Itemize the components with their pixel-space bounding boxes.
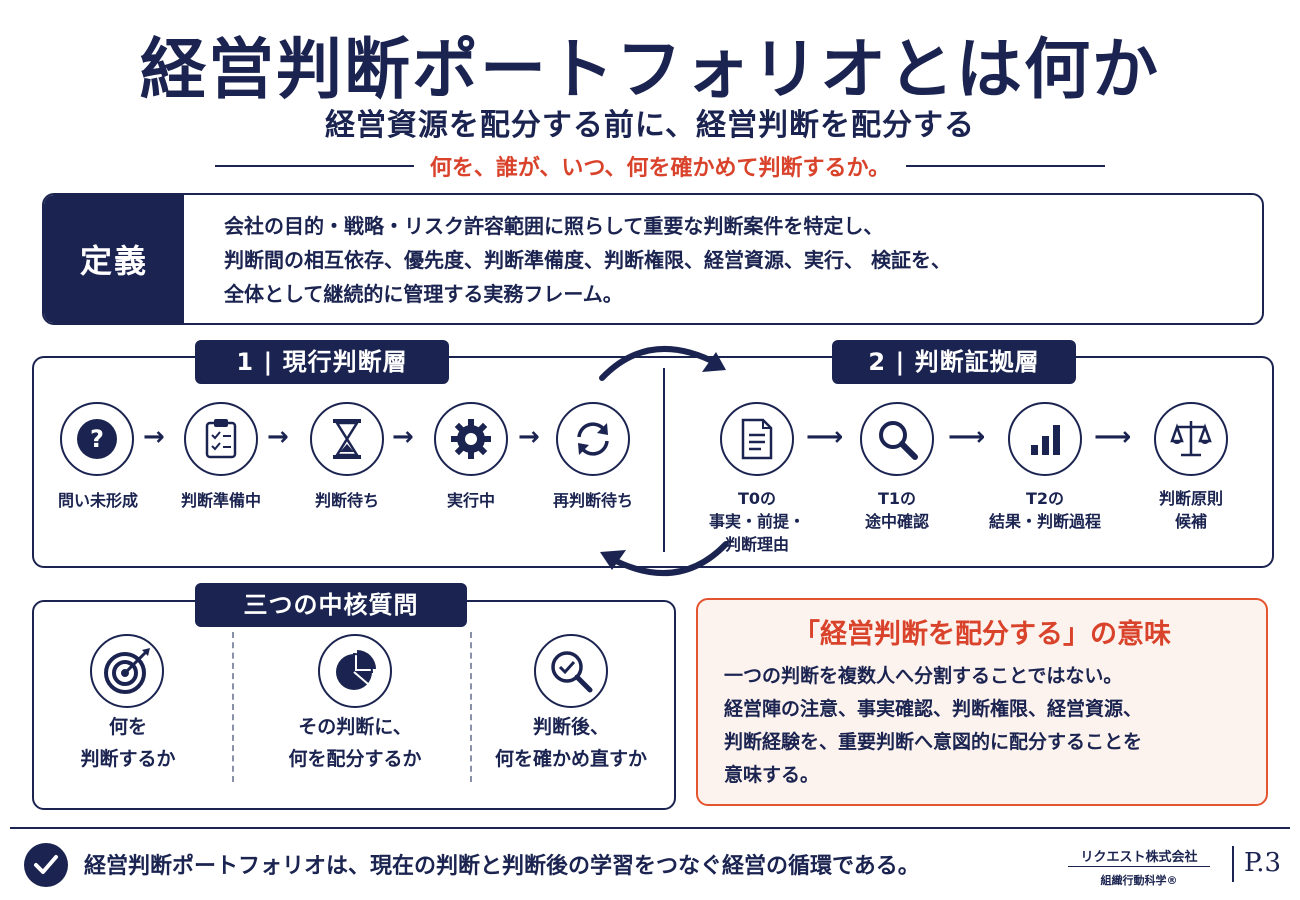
evidence-line: 判断理由 bbox=[724, 535, 789, 554]
question-label: 何を 判断するか bbox=[28, 711, 228, 775]
evidence-line: 判断原則 bbox=[1158, 489, 1223, 508]
gear-icon bbox=[434, 402, 508, 476]
question-label: その判断に、 何を配分するか bbox=[255, 711, 455, 775]
evidence-line: T1の bbox=[877, 489, 917, 508]
question-line: 何を配分するか bbox=[288, 748, 422, 770]
page-title: 経営判断ポートフォリオとは何か bbox=[140, 30, 1160, 108]
definition-label: 定義 bbox=[44, 195, 184, 323]
core-questions-header: 三つの中核質問 bbox=[195, 583, 467, 627]
svg-text:?: ? bbox=[90, 425, 104, 453]
page-subtitle: 経営資源を配分する前に、経営判断を配分する bbox=[324, 108, 976, 143]
flow-arrow-icon: → bbox=[518, 422, 540, 452]
question-icon: ? bbox=[60, 402, 134, 476]
flow-arrow-icon: ⟶ bbox=[1094, 422, 1132, 452]
step-label: 実行中 bbox=[446, 491, 495, 510]
tagline-rule-right bbox=[906, 165, 1105, 167]
evidence-line: T0の bbox=[737, 489, 777, 508]
layer-divider bbox=[663, 368, 665, 552]
step-label: 判断待ち bbox=[314, 491, 379, 510]
check-icon bbox=[24, 843, 68, 887]
definition-line: 判断間の相互依存、優先度、判断準備度、判断権限、経営資源、実行、 検証を、 bbox=[224, 248, 951, 272]
flow-arrow-icon: → bbox=[267, 422, 289, 452]
document-icon bbox=[720, 402, 794, 476]
evidence-label: T2の 結果・判断過程 bbox=[970, 487, 1120, 533]
evidence-line: 結果・判断過程 bbox=[988, 512, 1101, 531]
definition-box: 定義 会社の目的・戦略・リスク許容範囲に照らして重要な判断案件を特定し、 判断間… bbox=[42, 193, 1264, 325]
definition-line: 全体として継続的に管理する実務フレーム。 bbox=[224, 282, 623, 306]
meaning-line: 経営陣の注意、事実確認、判断権限、経営資源、 bbox=[724, 698, 1143, 720]
step-label: 再判断待ち bbox=[552, 491, 633, 510]
pie-chart-icon bbox=[318, 634, 392, 708]
meaning-line: 意味する。 bbox=[724, 764, 820, 786]
flow-arrow-icon: ⟶ bbox=[948, 422, 986, 452]
step-label: 問い未形成 bbox=[57, 491, 138, 510]
layer1-header: 1 | 現行判断層 bbox=[195, 340, 449, 384]
evidence-line: 途中確認 bbox=[864, 512, 929, 531]
bar-chart-icon bbox=[1008, 402, 1082, 476]
question-line: 判断後、 bbox=[532, 716, 609, 738]
evidence-label: T0の 事実・前提・ 判断理由 bbox=[692, 487, 822, 556]
evidence-line: 候補 bbox=[1174, 512, 1207, 531]
layer2-header: 2 | 判断証拠層 bbox=[832, 340, 1076, 384]
evidence-line: 事実・前提・ bbox=[708, 512, 805, 531]
footer-rule bbox=[10, 827, 1290, 829]
refresh-icon bbox=[556, 402, 630, 476]
question-line: その判断に、 bbox=[298, 716, 412, 738]
flow-arrow-icon: → bbox=[392, 422, 414, 452]
definition-line: 会社の目的・戦略・リスク許容範囲に照らして重要な判断案件を特定し、 bbox=[224, 214, 884, 238]
target-icon bbox=[90, 634, 164, 708]
company-name: リクエスト株式会社 bbox=[1080, 850, 1198, 865]
magnifier-icon bbox=[860, 402, 934, 476]
footer-separator bbox=[1232, 846, 1234, 882]
column-divider bbox=[232, 632, 234, 782]
tagline-rule-left bbox=[215, 165, 414, 167]
meaning-text: 一つの判断を複数人へ分割することではない。 経営陣の注意、事実確認、判断権限、経… bbox=[724, 660, 1254, 792]
flow-arrow-icon: ⟶ bbox=[806, 422, 844, 452]
flow-arrow-icon: → bbox=[143, 422, 165, 452]
meaning-line: 判断経験を、重要判断へ意図的に配分することを bbox=[724, 731, 1143, 753]
meaning-line: 一つの判断を複数人へ分割することではない。 bbox=[724, 665, 1123, 687]
evidence-label: 判断原則 候補 bbox=[1126, 487, 1256, 533]
footer-statement: 経営判断ポートフォリオは、現在の判断と判断後の学習をつなぐ経営の循環である。 bbox=[84, 854, 920, 879]
evidence-line: T2の bbox=[1025, 489, 1065, 508]
tagline: 何を、誰が、いつ、何を確かめて判断するか。 bbox=[429, 156, 891, 181]
question-line: 何を bbox=[108, 716, 147, 738]
definition-text: 会社の目的・戦略・リスク許容範囲に照らして重要な判断案件を特定し、 判断間の相互… bbox=[184, 195, 951, 323]
tagline-row: 何を、誰が、いつ、何を確かめて判断するか。 bbox=[215, 148, 1105, 184]
meaning-title: 「経営判断を配分する」の意味 bbox=[793, 619, 1171, 650]
question-line: 何を確かめ直すか bbox=[494, 748, 647, 770]
hourglass-icon bbox=[310, 402, 384, 476]
company-rule bbox=[1068, 866, 1210, 867]
question-label: 判断後、 何を確かめ直すか bbox=[471, 711, 671, 775]
cycle-arrow-top-icon bbox=[599, 345, 726, 381]
check-magnifier-icon bbox=[534, 634, 608, 708]
step-label: 判断準備中 bbox=[180, 491, 261, 510]
clipboard-icon bbox=[184, 402, 258, 476]
scales-icon bbox=[1154, 402, 1228, 476]
column-divider bbox=[470, 632, 472, 782]
cycle-arrow-bottom-icon bbox=[600, 541, 729, 577]
question-line: 判断するか bbox=[80, 748, 176, 770]
evidence-label: T1の 途中確認 bbox=[832, 487, 962, 533]
page-number: P.3 bbox=[1244, 848, 1282, 878]
meaning-panel bbox=[696, 598, 1268, 806]
company-subtitle: 組織行動科学® bbox=[1100, 874, 1178, 887]
